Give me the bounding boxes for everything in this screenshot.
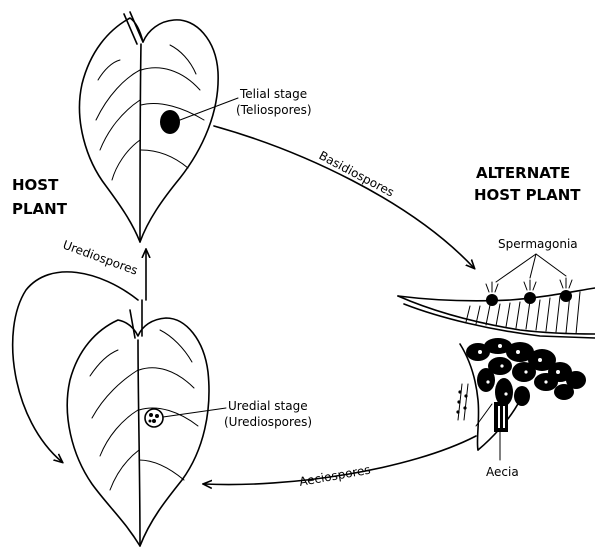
bottom-host-leaf [67,300,209,546]
alternate-host-label-line1: ALTERNATE [476,164,570,182]
spermagonium-2 [524,280,536,304]
aeciospores-label: Aeciospores [298,463,372,489]
basidiospores-label: Basidiospores [317,148,397,199]
uredial-lesion [145,409,163,427]
spermagonium-1 [486,282,498,306]
spermagonium-3 [560,278,572,302]
telial-lesion [160,110,180,134]
urediospores-stage-label: (Urediospores) [224,415,312,429]
uredial-stage-label: Uredial stage [228,399,308,413]
basidiospores-arrow [214,126,474,268]
teliospores-label: (Teliospores) [236,103,312,117]
host-plant-label-line2: PLANT [12,200,68,218]
alternate-host-label-line2: HOST PLANT [474,186,581,204]
alternate-host-leaf-section [398,254,595,460]
top-host-leaf [79,12,218,242]
spermagonia-label: Spermagonia [498,237,578,251]
aecia-label: Aecia [486,465,519,479]
host-plant-label-line1: HOST [12,176,59,194]
telial-stage-label: Telial stage [239,87,307,101]
urediospores-arrow [13,272,138,462]
